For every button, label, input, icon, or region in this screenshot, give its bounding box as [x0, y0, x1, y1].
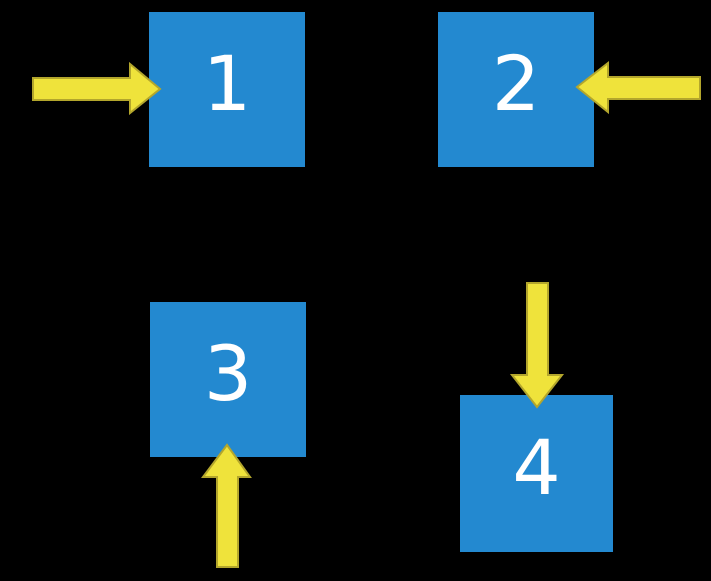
up-arrow-icon	[201, 443, 252, 568]
square-4: 4	[460, 395, 613, 552]
square-2-label: 2	[491, 38, 541, 128]
square-1-label: 1	[202, 38, 252, 128]
square-1: 1	[149, 12, 305, 167]
down-arrow-icon	[509, 282, 565, 409]
square-2: 2	[438, 12, 594, 167]
square-3: 3	[150, 302, 306, 457]
right-arrow-icon	[32, 61, 162, 116]
square-3-label: 3	[203, 328, 253, 418]
left-arrow-icon	[575, 60, 701, 115]
square-4-label: 4	[512, 422, 561, 512]
